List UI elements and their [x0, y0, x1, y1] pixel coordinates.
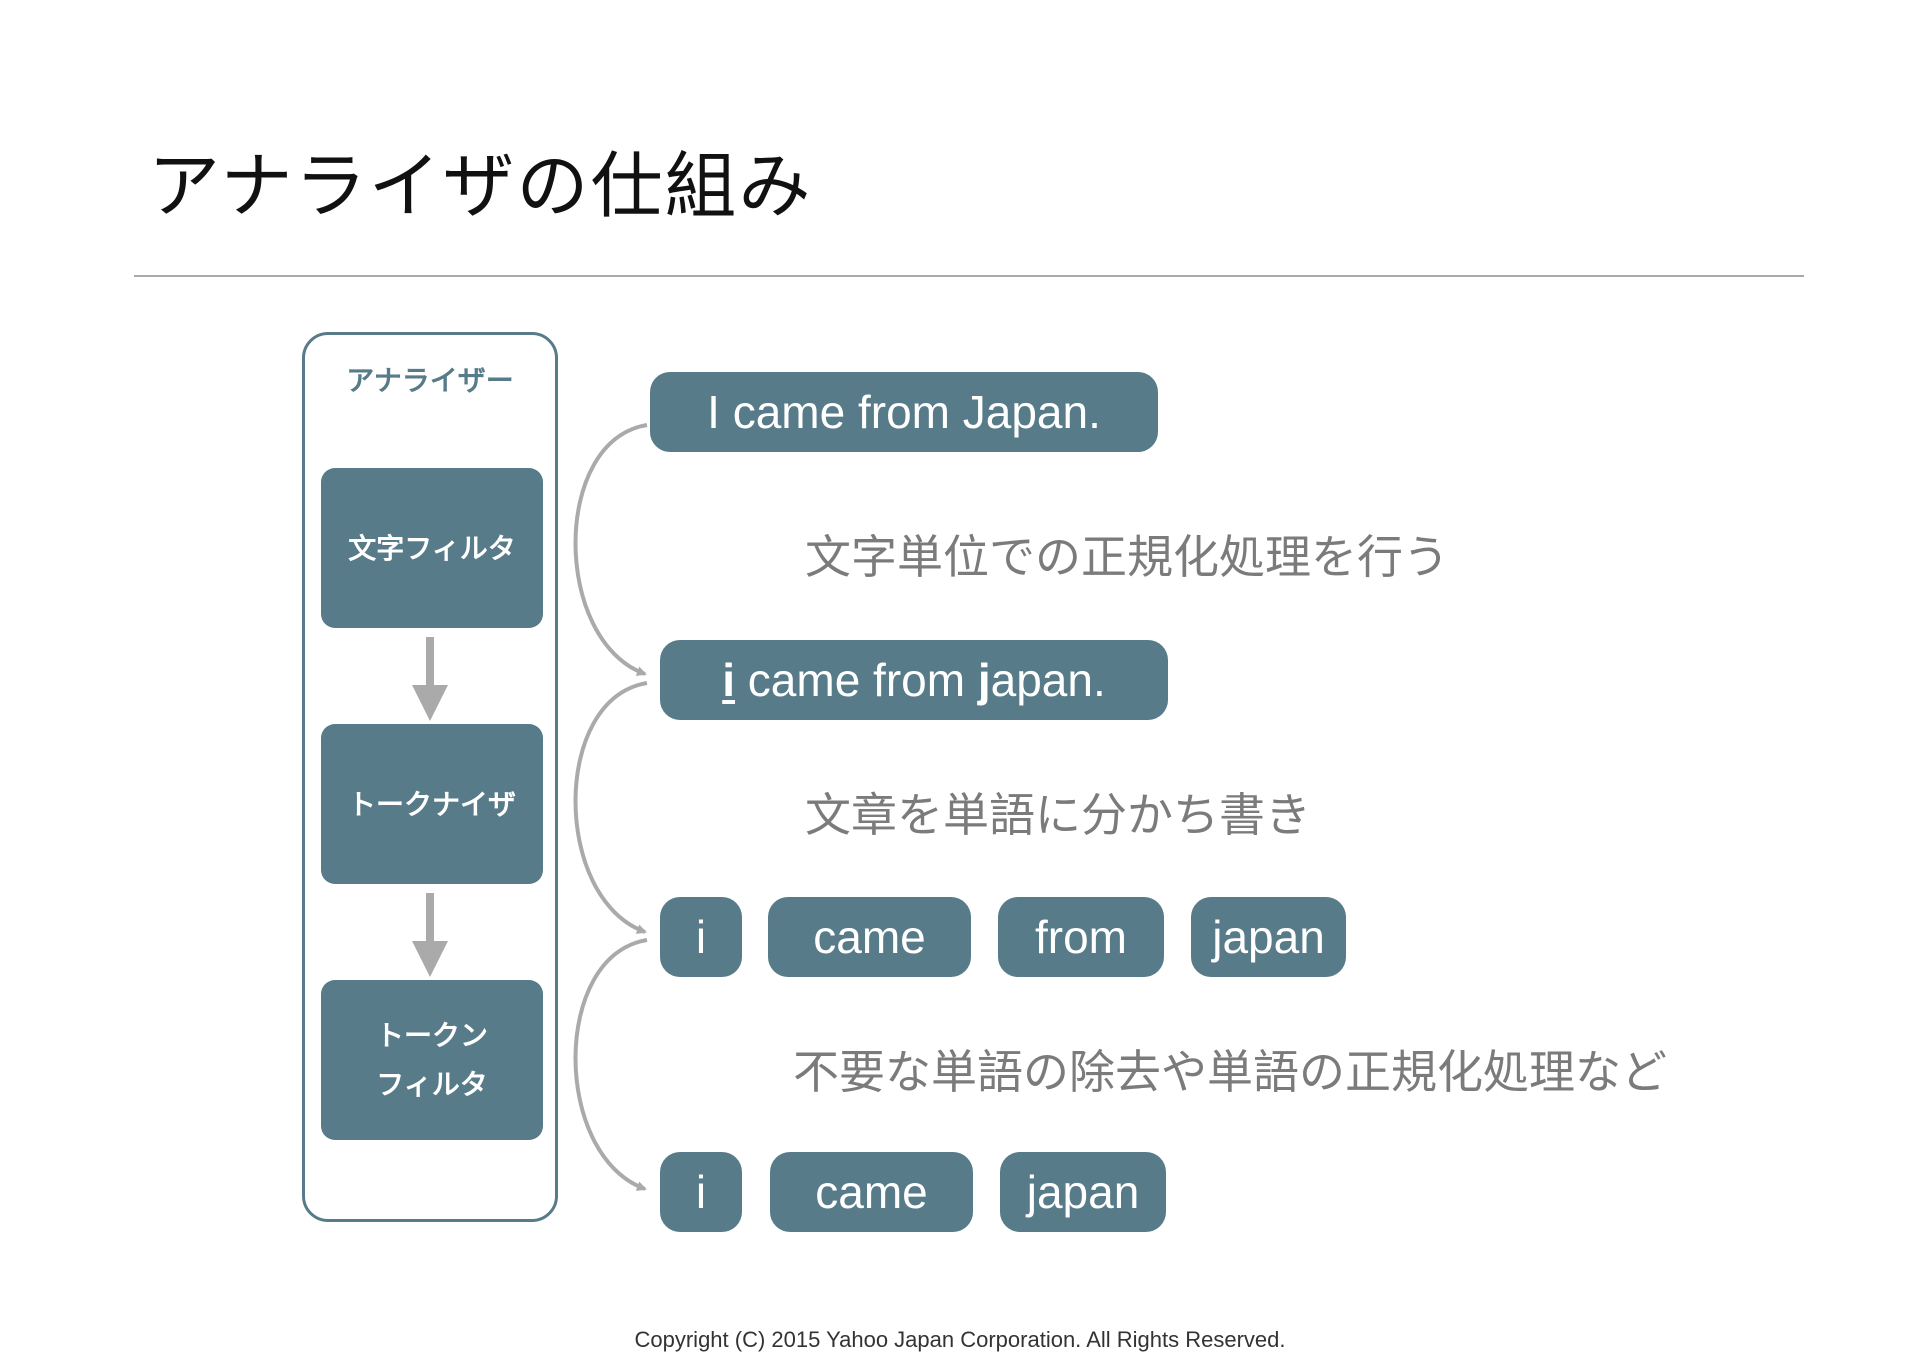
filtered-token-chip: japan	[1000, 1152, 1166, 1232]
token-chip: japan	[1191, 897, 1346, 977]
down-arrow-icon	[412, 893, 448, 977]
flow-arrow-3	[573, 938, 648, 1191]
tokenizer-label: トークナイザ	[347, 787, 516, 821]
token-chip: from	[998, 897, 1164, 977]
title-divider	[134, 275, 1804, 277]
token-filter-label-line1: トークン	[375, 1019, 488, 1052]
token-filter-label-line2: フィルタ	[376, 1068, 488, 1101]
token-chip: came	[768, 897, 971, 977]
page-title: アナライザの仕組み	[148, 144, 813, 228]
token-filter-stage: トークン フィルタ	[321, 980, 543, 1140]
filtered-token-chip: came	[770, 1152, 973, 1232]
normalized-mark-i: i	[722, 654, 736, 706]
analyzer-panel: アナライザー 文字フィルタ トークナイザ トークン フィルタ	[302, 332, 558, 1222]
analyzer-label: アナライザー	[346, 364, 514, 397]
copyright-footer: Copyright (C) 2015 Yahoo Japan Corporati…	[634, 1327, 1286, 1352]
step-text-tokenizer: 文章を単語に分かち書き	[805, 788, 1311, 842]
flow-arrow-2	[573, 681, 648, 934]
token-chip: i	[660, 897, 742, 977]
char-filter-label: 文字フィルタ	[348, 531, 516, 565]
down-arrow-icon	[412, 637, 448, 721]
normalized-mark-j: j	[977, 654, 991, 706]
step-text-token-filter: 不要な単語の除去や単語の正規化処理など	[793, 1045, 1667, 1099]
normalized-rest: apan.	[990, 654, 1106, 706]
tokenizer-stage: トークナイザ	[321, 724, 543, 884]
step-text-char-filter: 文字単位での正規化処理を行う	[805, 530, 1449, 584]
flow-arrow-1	[573, 423, 648, 676]
original-sentence-chip: I came from Japan.	[650, 372, 1158, 452]
normalized-middle: came from	[735, 654, 978, 706]
normalized-sentence-chip: i came from japan.	[660, 640, 1168, 720]
filtered-token-chip: i	[660, 1152, 742, 1232]
char-filter-stage: 文字フィルタ	[321, 468, 543, 628]
